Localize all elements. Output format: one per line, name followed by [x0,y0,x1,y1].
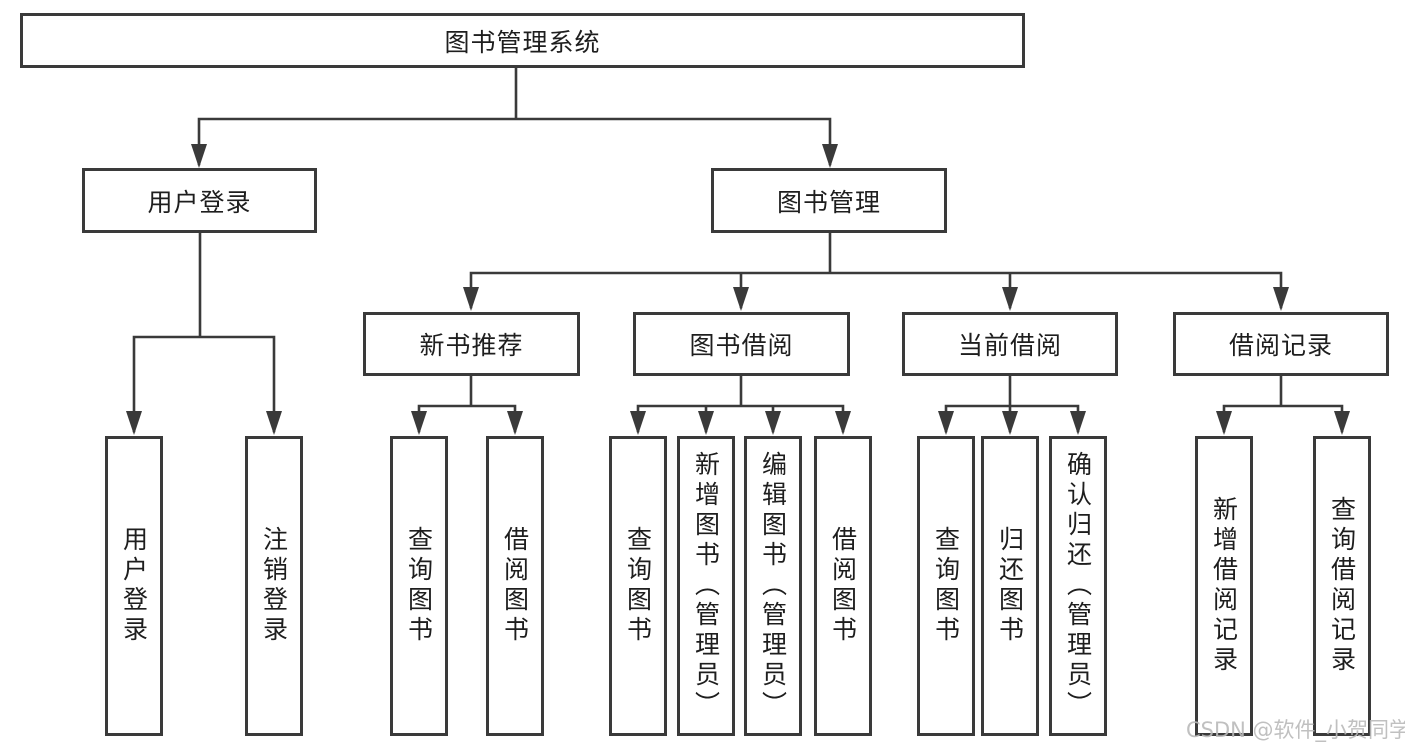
section-book-borrow-node: 图书借阅 [633,312,850,376]
leaf-current-return-node: 归还图书 [981,436,1039,736]
section-borrow-record-label: 借阅记录 [1228,331,1333,360]
leaf-newbook-query-node: 查询图书 [390,436,448,736]
arrowhead [698,411,714,435]
leaf-current-confirm-label: 确认归还（管理员） [1063,451,1093,721]
root-node: 图书管理系统 [20,13,1025,68]
leaf-borrow-edit-label: 编辑图书（管理员） [758,451,788,721]
connector-user-to-children [132,231,276,433]
section-book-borrow-label: 图书借阅 [689,331,794,360]
section-borrow-record-node: 借阅记录 [1173,312,1389,376]
leaf-borrow-edit-node: 编辑图书（管理员） [744,436,802,736]
leaf-current-query-label: 查询图书 [931,526,961,646]
leaf-record-query-node: 查询借阅记录 [1313,436,1371,736]
branch-book-mgmt-label: 图书管理 [776,187,881,217]
leaf-borrow-book-label: 借阅图书 [828,526,858,646]
section-new-book-label: 新书推荐 [419,331,524,360]
arrowhead [1002,411,1018,435]
branch-book-mgmt-node: 图书管理 [711,168,947,233]
leaf-borrow-add-label: 新增图书（管理员） [691,451,721,721]
connector-root-to-level2 [197,66,832,166]
watermark-text: CSDN @软件_小贺同学 [1186,718,1405,742]
section-new-book-node: 新书推荐 [363,312,580,376]
leaf-current-confirm-node: 确认归还（管理员） [1049,436,1107,736]
leaf-borrow-book-node: 借阅图书 [814,436,872,736]
connector-newbook-to-children [417,374,517,433]
arrowhead [266,411,282,435]
arrowhead [733,287,749,311]
arrowhead [507,411,523,435]
leaf-newbook-borrow-label: 借阅图书 [500,526,530,646]
arrowhead [463,287,479,311]
leaf-record-add-node: 新增借阅记录 [1195,436,1253,736]
branch-user-login-node: 用户登录 [82,168,317,233]
leaf-user-login-label: 用户登录 [119,526,149,646]
arrowhead [1273,287,1289,311]
section-current-borrow-node: 当前借阅 [902,312,1118,376]
section-current-borrow-label: 当前借阅 [957,331,1062,360]
arrowhead [1334,411,1350,435]
arrowhead [126,411,142,435]
arrowhead [1002,287,1018,311]
arrowhead [411,411,427,435]
connector-borrow-to-children [636,374,845,433]
leaf-borrow-query-node: 查询图书 [609,436,667,736]
arrowhead [630,411,646,435]
connector-record-to-children [1222,374,1344,433]
arrowhead [822,144,838,168]
connector-books-to-sections [469,231,1283,309]
arrowhead [1070,411,1086,435]
leaf-user-login-node: 用户登录 [105,436,163,736]
leaf-borrow-query-label: 查询图书 [623,526,653,646]
leaf-logout-label: 注销登录 [259,526,289,646]
root-node-label: 图书管理系统 [444,27,601,57]
leaf-current-return-label: 归还图书 [995,526,1025,646]
leaf-record-query-label: 查询借阅记录 [1327,496,1357,676]
leaf-current-query-node: 查询图书 [917,436,975,736]
leaf-borrow-add-node: 新增图书（管理员） [677,436,735,736]
branch-user-login-label: 用户登录 [147,187,252,217]
arrowhead [938,411,954,435]
arrowhead [1216,411,1232,435]
arrowhead [765,411,781,435]
leaf-logout-node: 注销登录 [245,436,303,736]
leaf-record-add-label: 新增借阅记录 [1209,496,1239,676]
leaf-newbook-query-label: 查询图书 [404,526,434,646]
arrowhead [191,144,207,168]
leaf-newbook-borrow-node: 借阅图书 [486,436,544,736]
arrowhead [835,411,851,435]
